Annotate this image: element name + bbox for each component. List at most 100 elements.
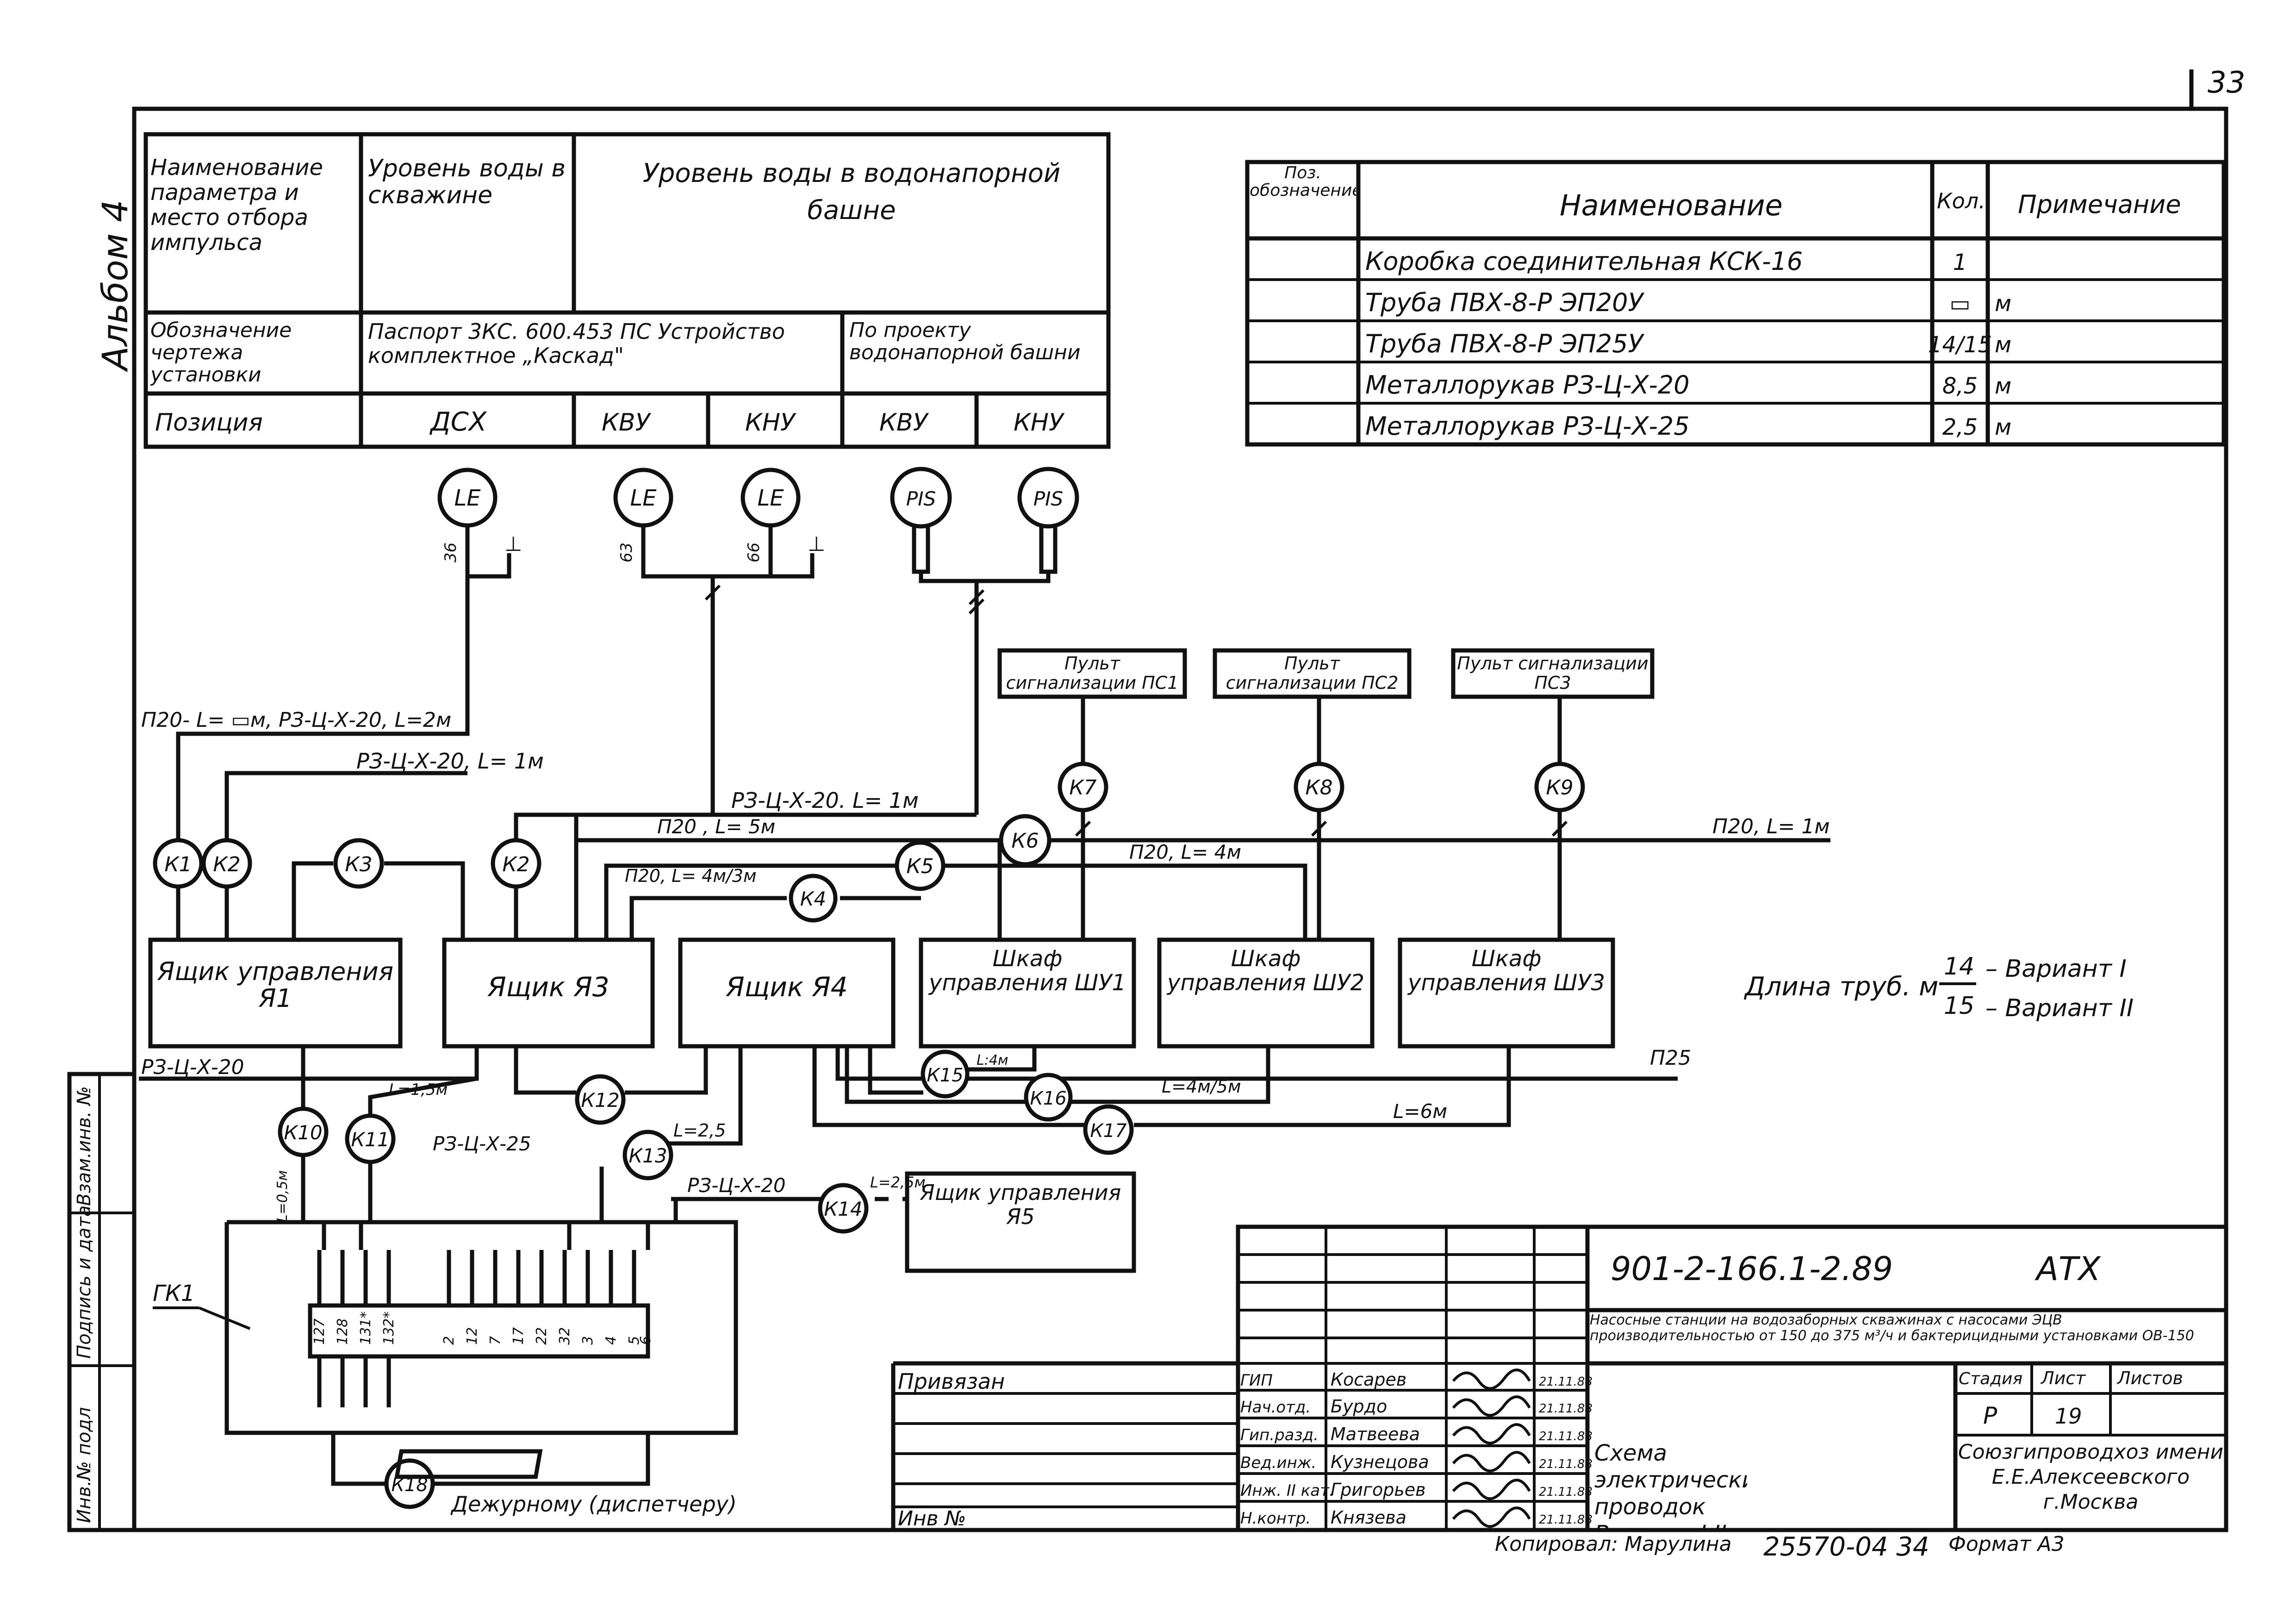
control-box-ya1-label: Ящик управления Я1 bbox=[157, 958, 394, 1013]
spec-row-note: м bbox=[1995, 332, 2011, 358]
staff-date: 21.11.88 bbox=[1539, 1485, 1593, 1499]
cable-label-l: L=2,5 bbox=[673, 1120, 726, 1141]
box-k2-b: К2 bbox=[491, 838, 541, 889]
cable-labels: П20- L= ▭м, РЗ-Ц-Х-20, L=2м РЗ-Ц-Х-20, L… bbox=[141, 708, 1830, 1222]
svg-text:К2: К2 bbox=[213, 853, 240, 876]
cable-label-c: РЗ-Ц-Х-20. L= 1м bbox=[731, 788, 919, 813]
position-kvu-2: КВУ bbox=[879, 409, 929, 437]
drawing-designation-cell: Обозначение чертежа установки bbox=[150, 319, 292, 387]
position-label: Позиция bbox=[155, 409, 263, 437]
drawing-frame bbox=[132, 106, 2228, 1532]
control-box-ya4 bbox=[678, 937, 896, 1049]
staff-date: 21.11.88 bbox=[1539, 1457, 1593, 1471]
box-k4: К4 bbox=[789, 874, 838, 923]
cable-label-q: L=6м bbox=[1393, 1100, 1447, 1123]
pipe-length-num: 14 bbox=[1944, 953, 1974, 981]
spec-row-name: Труба ПВХ-8-Р ЭП20У bbox=[1365, 288, 1645, 317]
staff-role: Нач.отд. bbox=[1240, 1398, 1311, 1417]
cabinet-shu3 bbox=[1398, 937, 1615, 1049]
terminal-label: 128 bbox=[335, 1318, 351, 1345]
spec-row-qty: 8,5 bbox=[1942, 373, 1978, 399]
box-k5: К5 bbox=[895, 840, 946, 891]
svg-text:К11: К11 bbox=[351, 1128, 389, 1151]
tower-level-header: Уровень воды в водонапорной башне bbox=[642, 158, 1061, 225]
format-label: Формат А3 bbox=[1948, 1532, 2065, 1556]
position-dsx: ДСХ bbox=[429, 407, 487, 437]
spec-row-name: Металлорукав РЗ-Ц-Х-25 bbox=[1365, 412, 1690, 441]
staff-name: Кузнецова bbox=[1331, 1452, 1429, 1472]
position-kvu-1: КВУ bbox=[602, 409, 652, 437]
doc-code: 901-2-166.1-2.89 bbox=[1611, 1250, 1893, 1288]
terminal-label: 5 bbox=[626, 1336, 642, 1345]
staff-role: Н.контр. bbox=[1240, 1509, 1311, 1528]
drawing-title: Схема электрических проводок Вариант I I… bbox=[1594, 1440, 1747, 1530]
svg-text:К3: К3 bbox=[345, 853, 372, 876]
ground-symbol-1: ⊥ bbox=[504, 532, 522, 556]
param-header-cell: Наименование параметра и место отбора им… bbox=[150, 155, 324, 256]
cable-label-i: L=1,5м bbox=[389, 1081, 448, 1099]
sensors: LE LE LE PIS PIS 36 63 66 ⊥ ⊥ bbox=[437, 467, 1079, 815]
box-k7: К7 bbox=[1058, 762, 1108, 812]
control-box-ya4-label: Ящик Я4 bbox=[726, 972, 848, 1003]
pis-sensor-1-label: PIS bbox=[906, 487, 936, 510]
terminal-label: 131* bbox=[358, 1312, 374, 1345]
signature bbox=[1452, 1506, 1531, 1528]
sheets-header: Листов bbox=[2116, 1368, 2183, 1388]
signature bbox=[1452, 1423, 1531, 1445]
spec-row-name: Коробка соединительная КСК-16 bbox=[1365, 247, 1803, 276]
parameter-table: Наименование параметра и место отбора им… bbox=[143, 132, 1111, 449]
box-k11: К11 bbox=[345, 1113, 396, 1164]
position-knu-1: КНУ bbox=[745, 409, 796, 437]
alarm-panel-ps1-label: Пульт сигнализации ПС1 bbox=[1006, 654, 1179, 693]
copied-by: Копировал: Марулина bbox=[1495, 1532, 1732, 1556]
panels: Пульт сигнализации ПС1 Пульт сигнализаци… bbox=[148, 648, 1655, 1273]
cable-label-e: П20, L= 4м/3м bbox=[625, 866, 757, 886]
organization: Союзгипроводхоз имени Е.Е.Алексеевского … bbox=[1958, 1440, 2224, 1514]
signature bbox=[1452, 1368, 1531, 1390]
cabinet-shu2-label: Шкаф управления ШУ2 bbox=[1167, 947, 1364, 996]
control-box-ya1 bbox=[148, 937, 403, 1049]
spec-row-qty: ▭ bbox=[1949, 291, 1970, 317]
control-box-ya3-label: Ящик Я3 bbox=[487, 972, 610, 1003]
signature bbox=[1452, 1479, 1531, 1500]
stamp-sign-label: Подпись и дата bbox=[74, 1206, 95, 1359]
terminal-label: 7 bbox=[487, 1336, 504, 1345]
box-k8: К8 bbox=[1294, 762, 1344, 812]
svg-text:К12: К12 bbox=[581, 1089, 619, 1112]
connection-boxes: К1 К2 К3 К2 К4 К5 К6 К7 К8 К9 К10 К11 К1… bbox=[153, 762, 1585, 1509]
box-k10: К10 bbox=[278, 1106, 329, 1157]
svg-text:К15: К15 bbox=[927, 1065, 963, 1086]
staff-date: 21.11.88 bbox=[1539, 1430, 1593, 1443]
cable-label-d: П20 , L= 5м bbox=[657, 815, 775, 838]
terminal-label: 2 bbox=[441, 1336, 457, 1345]
pis-sensor-1 bbox=[890, 467, 952, 529]
cabinet-shu1 bbox=[919, 937, 1136, 1049]
box-k3: К3 bbox=[333, 838, 384, 889]
box-k6: К6 bbox=[999, 814, 1052, 867]
staff-role: Инж. II кат. bbox=[1240, 1481, 1334, 1500]
staff-name: Князева bbox=[1331, 1507, 1406, 1528]
spec-row-qty: 14/15 bbox=[1928, 332, 1992, 358]
cabinet-shu3-label: Шкаф управления ШУ3 bbox=[1408, 947, 1605, 996]
terminal-label: 12 bbox=[464, 1327, 480, 1345]
side-stamp: Инв.№ подл Подпись и дата Взам.инв. № bbox=[67, 1072, 137, 1532]
box-k1: К1 bbox=[153, 838, 204, 889]
footer-number: 25570-04 34 bbox=[1763, 1532, 1929, 1562]
project-description: Насосные станции на водозаборных скважин… bbox=[1590, 1312, 2194, 1344]
cable-label-r: П25 bbox=[1650, 1046, 1691, 1070]
cable-label-j: L=0,5м bbox=[274, 1170, 291, 1222]
box-k18: К18 bbox=[384, 1458, 435, 1509]
ground-symbol-2: ⊥ bbox=[808, 532, 825, 556]
spec-table: Поз. обозначение Наименование Кол. Приме… bbox=[1245, 160, 2226, 447]
stage-header: Стадия bbox=[1959, 1369, 2022, 1388]
cable-label-p: L=4м/5м bbox=[1162, 1076, 1241, 1097]
control-box-ya5-label: Ящик управления Я5 bbox=[920, 1181, 1121, 1229]
terminal-label: 3 bbox=[580, 1336, 596, 1345]
terminal-label: 4 bbox=[603, 1336, 619, 1345]
svg-text:К4: К4 bbox=[800, 887, 827, 910]
wiring bbox=[139, 576, 1830, 1222]
wire-label-66: 66 bbox=[745, 543, 763, 562]
